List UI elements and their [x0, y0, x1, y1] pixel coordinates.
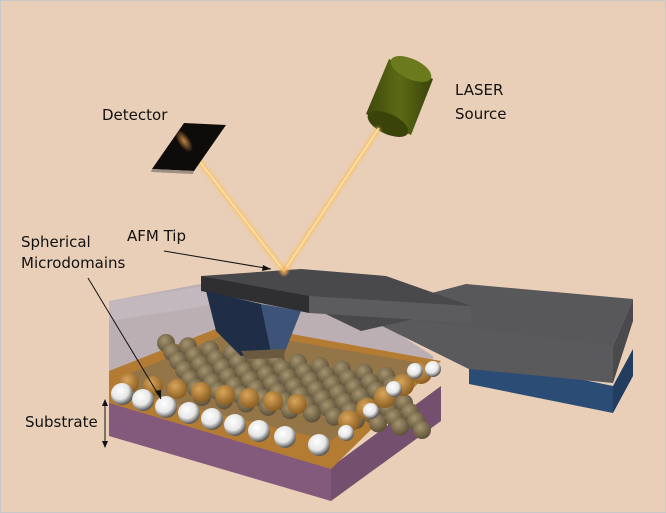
label-laser-line2: Source [455, 105, 507, 123]
label-afm-tip: AFM Tip [127, 227, 186, 245]
sphere [338, 425, 354, 441]
sphere [111, 383, 133, 405]
label-spherical-line1: Spherical [21, 233, 91, 251]
sphere [407, 363, 423, 379]
sphere [303, 404, 321, 423]
sphere [274, 426, 296, 448]
sphere [308, 434, 330, 456]
detector [151, 123, 226, 174]
sphere [363, 403, 379, 419]
sphere [369, 414, 387, 433]
afm-tip [206, 291, 301, 359]
sphere [178, 402, 200, 424]
label-spherical-line2: Microdomains [21, 254, 126, 272]
microdomain-spheres-front [111, 361, 441, 456]
sphere [386, 381, 402, 397]
sphere [263, 391, 283, 411]
cantilever [201, 269, 471, 331]
sphere [155, 396, 177, 418]
sphere [239, 388, 259, 408]
microdomain-arrowhead [155, 390, 161, 399]
sphere [287, 394, 307, 414]
sphere [413, 421, 431, 439]
label-detector: Detector [102, 106, 168, 124]
sphere [425, 361, 441, 377]
cantilever-chip [356, 284, 633, 413]
sphere [391, 417, 409, 436]
laser-beam [182, 126, 382, 277]
sphere [201, 408, 223, 430]
laser-source [366, 56, 433, 137]
sphere [248, 420, 270, 442]
sphere [224, 414, 246, 436]
label-laser-line1: LASER [455, 81, 503, 99]
sphere [132, 389, 154, 411]
label-substrate: Substrate [25, 413, 98, 431]
afm-tip-arrowhead [262, 265, 271, 271]
sphere [167, 379, 187, 399]
sphere [191, 382, 211, 402]
annotation-pointers [87, 250, 272, 448]
sphere [215, 385, 235, 405]
